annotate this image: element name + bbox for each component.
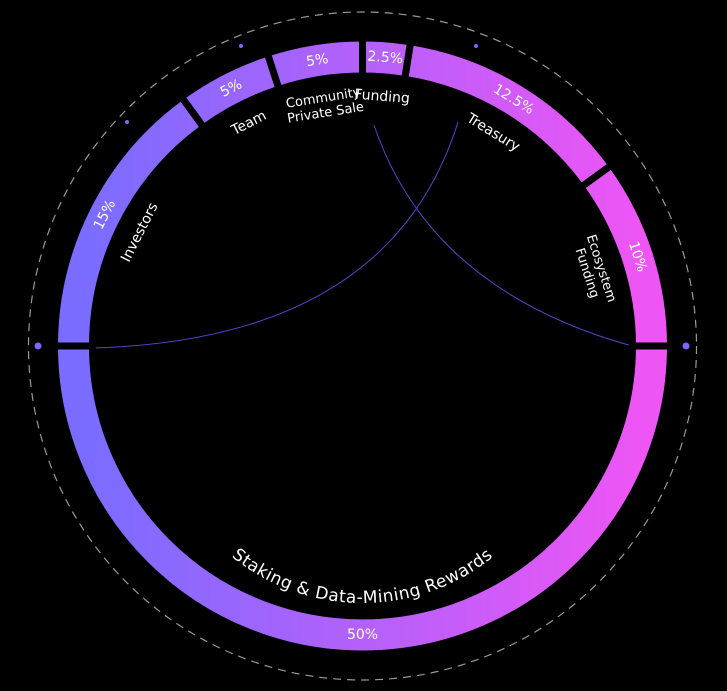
connector-curve bbox=[91, 121, 459, 349]
accent-dot bbox=[474, 44, 478, 48]
pct-label-staking-and-data-mining-rewards: 50% bbox=[347, 627, 378, 643]
connector-curve bbox=[373, 124, 633, 347]
slice-ecosystem-funding bbox=[576, 160, 675, 350]
slice-staking-and-data-mining-rewards bbox=[50, 342, 675, 658]
slice-investors bbox=[50, 91, 209, 350]
pct-label-funding: 2.5% bbox=[367, 49, 404, 68]
connector-lines bbox=[91, 121, 633, 349]
accent-dot bbox=[34, 342, 42, 350]
accent-dot bbox=[125, 120, 129, 124]
category-label-community-private-sale: CommunityPrivate Sale bbox=[284, 84, 365, 126]
accent-dot bbox=[682, 342, 690, 350]
outer-dashed-ring bbox=[27, 11, 698, 681]
category-label-team: Team bbox=[228, 108, 269, 140]
slice-treasury bbox=[400, 37, 617, 193]
pct-label-community-private-sale: 5% bbox=[305, 51, 329, 70]
decorative-dots bbox=[34, 44, 690, 350]
accent-dot bbox=[239, 44, 243, 48]
category-label-funding: Funding bbox=[354, 87, 411, 107]
